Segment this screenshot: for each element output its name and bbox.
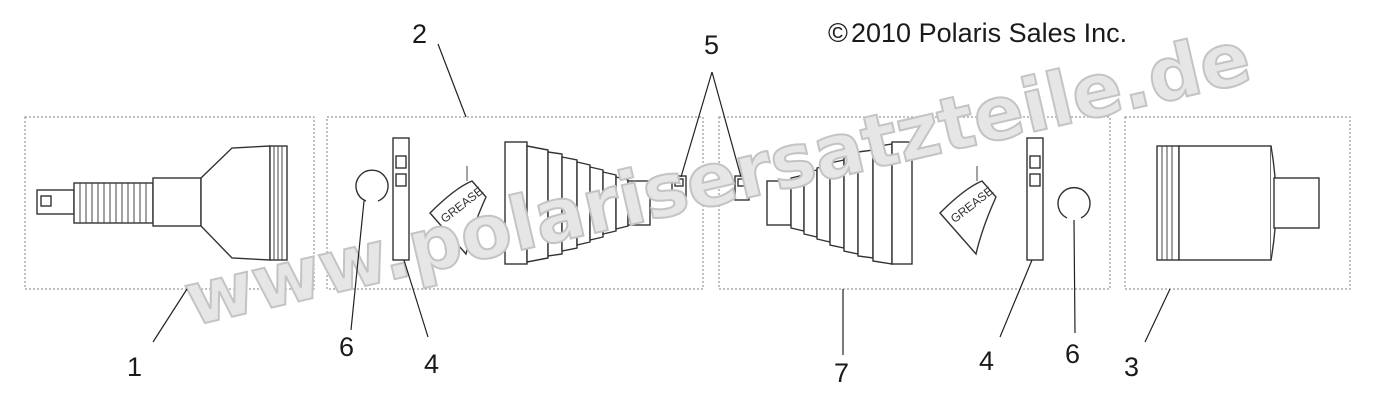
callout-4-left: 4 <box>424 349 439 379</box>
outer-cv-joint <box>36 145 288 261</box>
callout-3: 3 <box>1124 352 1139 382</box>
callout-5: 5 <box>704 30 719 60</box>
cv-boot-left <box>504 141 651 265</box>
copyright-text: 2010 Polaris Sales Inc. <box>851 18 1127 48</box>
callout-6-right: 6 <box>1065 339 1080 369</box>
boot-clamp-large-right <box>1026 137 1044 261</box>
callout-2: 2 <box>412 19 427 49</box>
boot-clamp-large-left <box>392 137 410 261</box>
grease-packet-right: GREASE <box>939 166 997 256</box>
callout-6-left: 6 <box>339 332 354 362</box>
watermark-text: www.polarisersatzteile.de <box>177 14 1259 343</box>
inner-cv-joint <box>1156 145 1320 261</box>
snap-ring-right <box>1057 186 1091 219</box>
panel-inner-joint <box>1124 116 1351 290</box>
callout-4-right: 4 <box>979 346 994 376</box>
panel-outer-joint <box>24 116 315 290</box>
panel-boot-kit-outer <box>326 116 704 290</box>
callout-1: 1 <box>127 352 142 382</box>
callout-7: 7 <box>834 358 849 388</box>
copyright-symbol: © <box>828 18 848 48</box>
leader-lines <box>152 43 1171 355</box>
boot-clamp-small-left <box>671 175 687 201</box>
panel-boot-kit-inner <box>718 116 1111 290</box>
snap-ring-left <box>355 169 389 202</box>
boot-clamp-small-right <box>734 175 750 201</box>
cv-boot-right <box>766 141 913 265</box>
